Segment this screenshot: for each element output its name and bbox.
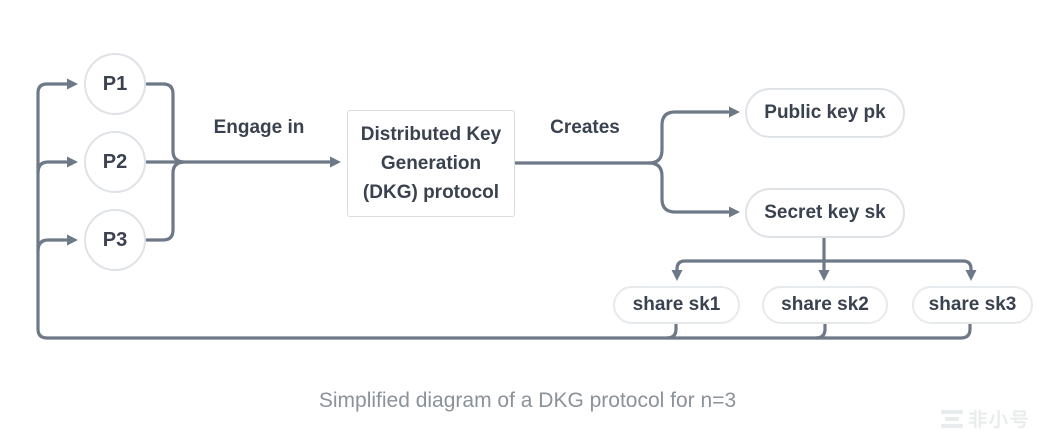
creates-label: Creates — [550, 117, 620, 138]
secret-key-label: Secret key sk — [764, 202, 886, 223]
secret-key-node: Secret key sk — [745, 188, 905, 238]
connector-lines — [36, 82, 973, 340]
share-sk1-node: share sk1 — [613, 286, 740, 324]
brace-to-public-key-line — [647, 110, 730, 165]
public-key-node: Public key pk — [745, 88, 905, 138]
diagram-caption: Simplified diagram of a DKG protocol for… — [318, 389, 737, 412]
dkg-protocol-box: Distributed Key Generation (DKG) protoco… — [347, 110, 515, 217]
feedback-loop-line — [36, 82, 972, 340]
dkg-box-line-3: (DKG) protocol — [362, 182, 500, 203]
brace-to-secret-key-line — [647, 161, 730, 214]
public-key-label: Public key pk — [764, 102, 886, 123]
feixiaohao-logo-icon — [940, 409, 963, 428]
participant-node-p2: P2 — [84, 131, 146, 193]
share-label: share sk3 — [928, 294, 1017, 315]
share-spread-line — [675, 259, 973, 273]
arrowhead-to-p1 — [67, 78, 78, 90]
participant-node-p3: P3 — [84, 209, 146, 271]
arrowhead-to-secret-key — [729, 206, 740, 218]
p1-merge-line — [145, 82, 185, 164]
p3-merge-line — [145, 160, 185, 242]
share-sk1-stub-line — [665, 322, 678, 340]
dkg-box-line-2: Generation — [380, 153, 482, 174]
share-sk2-node: share sk2 — [762, 286, 888, 324]
participant-label: P1 — [102, 72, 128, 95]
arrowheads — [67, 78, 977, 281]
participant-label: P2 — [102, 150, 128, 173]
arrowhead-to-p2 — [67, 156, 78, 168]
share-sk3-node: share sk3 — [912, 286, 1033, 324]
arrowhead-to-p3 — [67, 234, 78, 246]
participant-label: P3 — [102, 228, 128, 251]
share-sk2-stub-line — [814, 322, 827, 340]
share-label: share sk2 — [781, 294, 869, 315]
arrowhead-to-share-sk3 — [965, 270, 977, 281]
arrowhead-to-share-sk2 — [818, 270, 830, 281]
arrowhead-to-dkg-box — [330, 156, 341, 168]
share-label: share sk1 — [632, 294, 721, 315]
arrowhead-to-share-sk1 — [671, 270, 683, 281]
arrowhead-to-public-key — [729, 106, 740, 118]
watermark: 非小号 — [940, 405, 1031, 432]
participant-node-p1: P1 — [84, 53, 146, 115]
branch-to-p3-line — [36, 238, 68, 253]
watermark-text: 非小号 — [967, 410, 1031, 431]
engage-in-label: Engage in — [213, 117, 305, 138]
branch-to-p2-line — [36, 160, 68, 175]
dkg-box-line-1: Distributed Key — [360, 124, 502, 145]
